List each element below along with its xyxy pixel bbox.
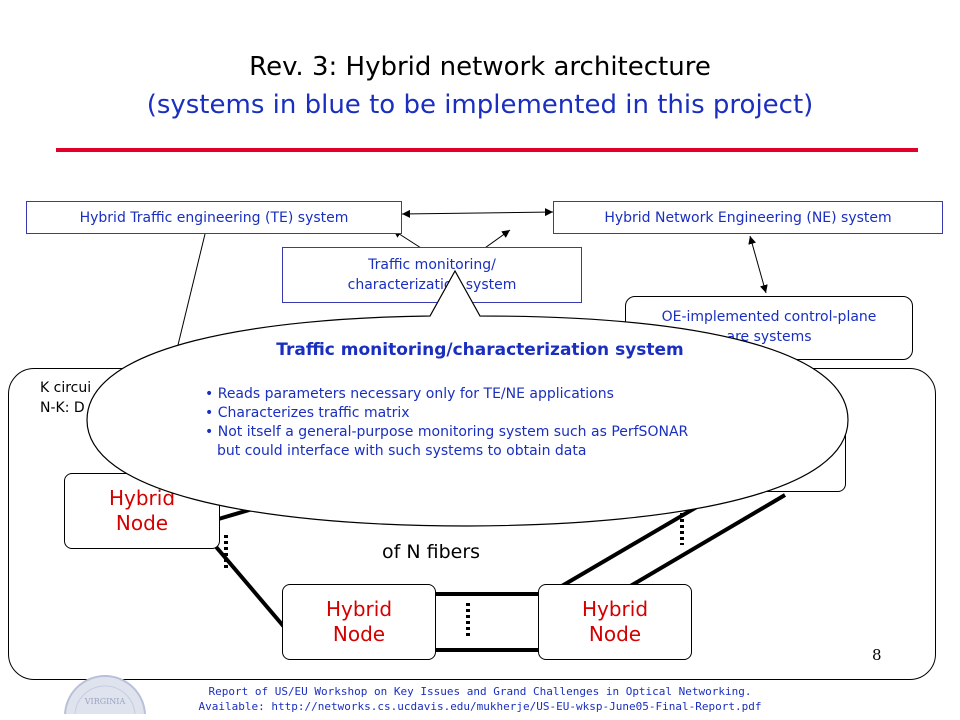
te-ne-arrow [401, 208, 554, 218]
hybrid-node-bottom-right: Hybrid Node [538, 584, 692, 660]
callout-bullet-1-text: Reads parameters necessary only for TE/N… [217, 386, 614, 402]
monitor-system-box: Traffic monitoring/ characterization sys… [282, 247, 582, 303]
callout-bullet-1: • Reads parameters necessary only for TE… [205, 385, 688, 404]
svg-text:VIRGINIA: VIRGINIA [84, 697, 126, 706]
callout-title: Traffic monitoring/characterization syst… [276, 340, 684, 360]
slide-title: Rev. 3: Hybrid network architecture [249, 52, 711, 82]
k-circuits-line2: N-K: D [40, 400, 85, 416]
hybrid-node-bottom-left-line2: Node [332, 622, 386, 646]
te-network-line [177, 233, 206, 346]
hybrid-node-bottom-right-line1: Hybrid [581, 597, 649, 621]
callout-bullet-2-text: Characterizes traffic matrix [217, 405, 410, 421]
fibers-label: of N fibers [382, 541, 481, 563]
hybrid-node-bottom-left-line1: Hybrid [325, 597, 393, 621]
hybrid-node-left-line2: Node [115, 511, 169, 535]
bullet-dot-icon: • [205, 386, 214, 402]
callout-bullet-3: • Not itself a general-purpose monitorin… [205, 423, 688, 442]
footer-line2: Available: http://networks.cs.ucdavis.ed… [198, 700, 762, 713]
callout-bullet-3-cont-text: but could interface with such systems to… [217, 443, 587, 459]
ne-system-box: Hybrid Network Engineering (NE) system [553, 201, 943, 234]
bullet-dot-icon: • [205, 424, 214, 440]
university-seal-logo: VIRGINIA [64, 675, 146, 714]
fiber-link-right2 [608, 493, 787, 600]
callout-bullet-2: • Characterizes traffic matrix [205, 404, 688, 423]
te-system-label: Hybrid Traffic engineering (TE) system [79, 209, 349, 226]
ne-control-arrow [748, 235, 768, 294]
bullet-dot-icon: • [205, 405, 214, 421]
page-number: 8 [872, 646, 882, 664]
callout-bubble-shape [86, 269, 849, 527]
callout-bullet-3-text: Not itself a general-purpose monitoring … [217, 424, 689, 440]
slide-subtitle: (systems in blue to be implemented in th… [146, 90, 814, 120]
hybrid-node-bottom-left: Hybrid Node [282, 584, 436, 660]
k-circuits-line1: K circui [40, 380, 92, 396]
k-circuits-label: K circui N-K: D [40, 378, 91, 418]
te-system-box: Hybrid Traffic engineering (TE) system [26, 201, 402, 234]
ne-system-label: Hybrid Network Engineering (NE) system [604, 209, 892, 226]
monitor-system-label-1: Traffic monitoring/ [368, 257, 496, 273]
hybrid-node-bottom-right-line2: Node [588, 622, 642, 646]
footer-line1: Report of US/EU Workshop on Key Issues a… [208, 685, 752, 698]
control-plane-label-2: are systems [726, 329, 812, 345]
title-divider [56, 148, 918, 152]
control-plane-label-1: OE-implemented control-plane [661, 309, 877, 325]
callout-bullets: • Reads parameters necessary only for TE… [205, 385, 688, 461]
callout-bullet-3-cont: but could interface with such systems to… [205, 442, 688, 461]
monitor-system-label-2: characterization system [347, 277, 517, 293]
